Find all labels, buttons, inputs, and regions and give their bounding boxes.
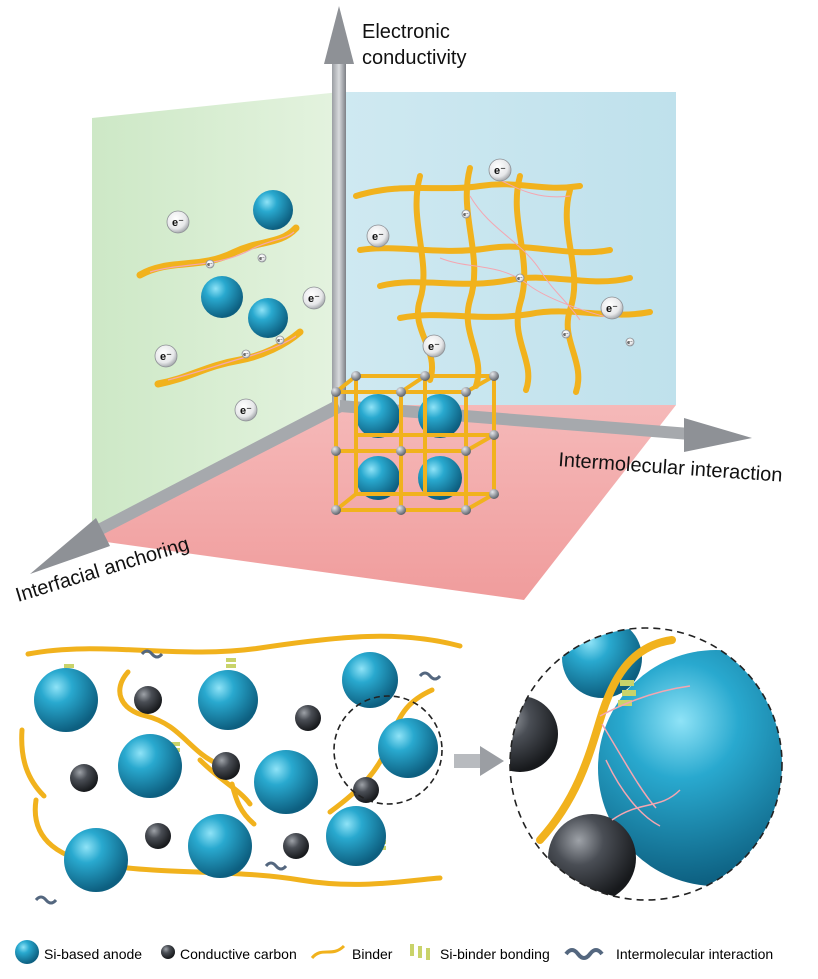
legend-label-si-binder-bonding: Si-binder bonding: [440, 946, 550, 962]
electron-marker: e⁻: [257, 253, 267, 263]
electron-marker: e⁻: [422, 334, 446, 358]
electron-symbol: e⁻: [160, 351, 172, 363]
zoomed-interface-view: [509, 627, 783, 901]
left-wall-si-particles: [201, 190, 293, 338]
binder-line-icon: [310, 944, 346, 960]
electron-symbol: e⁻: [372, 231, 384, 243]
electron-marker: e⁻: [561, 329, 571, 339]
floor: [92, 405, 676, 600]
electron-marker: e⁻: [205, 259, 215, 269]
electron-symbol: e⁻: [494, 165, 506, 177]
unit-cell-lattice: [331, 371, 499, 515]
legend-label-binder: Binder: [352, 946, 393, 962]
electron-symbol: e⁻: [517, 276, 523, 282]
electron-symbol: e⁻: [308, 293, 320, 305]
electron-marker: e⁻: [625, 337, 635, 347]
electron-marker: e⁻: [515, 273, 525, 283]
left-axis-arrow: [30, 400, 342, 574]
electron-marker: e⁻: [488, 158, 512, 182]
carbon-particle-icon: [161, 945, 175, 959]
electron-symbol: e⁻: [277, 338, 283, 344]
electron-marker: e⁻: [241, 349, 251, 359]
electron-symbol: e⁻: [240, 405, 252, 417]
network-conduction-paths: [439, 179, 611, 321]
legend-label-conductive-carbon: Conductive carbon: [180, 946, 297, 962]
electrode-schematic: [19, 633, 463, 905]
vertical-axis-arrow: [324, 6, 354, 410]
intermolecular-interaction-icon: [564, 948, 604, 960]
electron-symbol: e⁻: [606, 303, 618, 315]
legend-label-intermolecular-interaction: Intermolecular interaction: [616, 946, 773, 962]
electron-marker: e⁻: [600, 296, 624, 320]
electron-marker: e⁻: [166, 210, 190, 234]
electron-marker: e⁻: [302, 286, 326, 310]
electron-symbol: e⁻: [428, 341, 440, 353]
electron-symbol: e⁻: [259, 256, 265, 262]
zoom-arrow: [454, 746, 504, 776]
axis-label-electronic-conductivity: Electronic conductivity: [362, 21, 467, 69]
electron-symbol: e⁻: [563, 332, 569, 338]
si-particle-icon: [15, 940, 39, 964]
electron-marker: e⁻: [154, 344, 178, 368]
electron-symbol: e⁻: [627, 340, 633, 346]
legend-label-si-anode: Si-based anode: [44, 946, 142, 962]
left-wall-conduction-paths: [149, 231, 297, 381]
si-binder-bonding-icon: [410, 944, 430, 960]
electron-marker: e⁻: [366, 224, 390, 248]
electron-symbol: e⁻: [207, 262, 213, 268]
electron-marker: e⁻: [461, 209, 471, 219]
electron-marker: e⁻: [275, 335, 285, 345]
electron-symbol: e⁻: [172, 217, 184, 229]
electron-marker: e⁻: [234, 398, 258, 422]
electron-symbol: e⁻: [243, 352, 249, 358]
legend: Si-based anode Conductive carbon Binder …: [15, 940, 773, 964]
electron-symbol: e⁻: [463, 212, 469, 218]
